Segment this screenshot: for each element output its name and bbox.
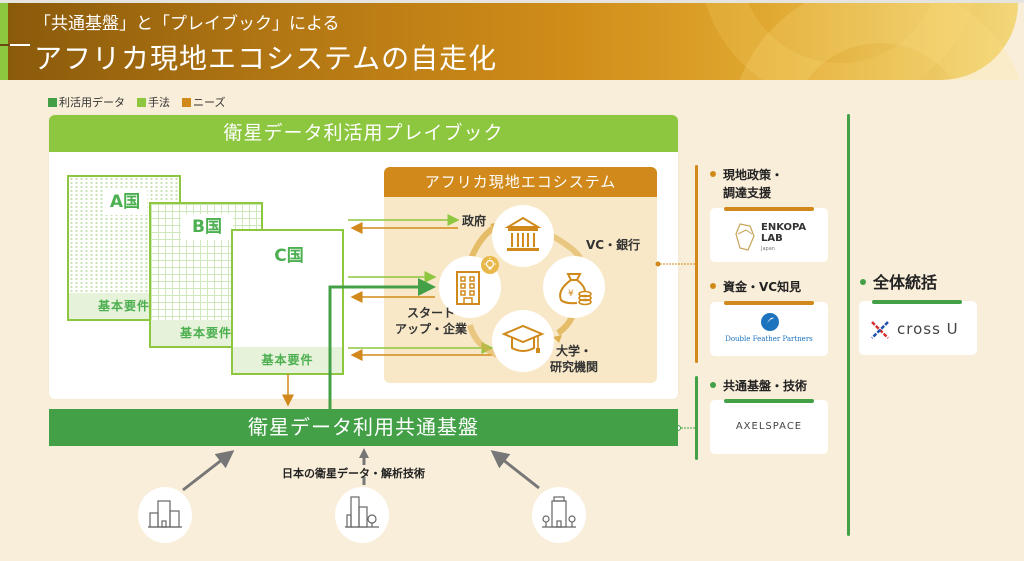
cross-u-logo-text: cross U [897, 320, 959, 338]
playbook-panel: 衛星データ利活用プレイブック A国 基本要件 B国 基本要件 C国 基本要件 [49, 115, 678, 399]
needs-bracket-line [695, 165, 698, 363]
legend-swatch [182, 97, 191, 107]
japan-company-2 [335, 487, 389, 543]
header-banner: 「共通基盤」と「プレイブック」による アフリカ現地エコシステムの自走化 [0, 3, 1024, 80]
banner-dash [0, 44, 30, 46]
country-requirement: 基本要件 [233, 347, 342, 373]
partner-card-double-feather: Double Feather Partners [710, 301, 828, 356]
banner-dash [0, 44, 10, 46]
connector-dot [655, 261, 661, 267]
enkopa-logo-icon [735, 223, 755, 251]
logo-text-line: LAB [761, 233, 783, 244]
node-label-line: 大学・ [556, 344, 593, 358]
ecosystem-title: アフリカ現地エコシステム [384, 167, 657, 197]
graduation-cap-icon [501, 324, 545, 353]
node-label-line: 研究機関 [550, 360, 599, 374]
legend-item-method: 手法 [137, 94, 170, 110]
node-label-vc-bank: VC・銀行 [586, 238, 641, 252]
cycle-arrowhead [553, 335, 562, 343]
card-accent-bar [724, 301, 814, 305]
bullet-dot [710, 381, 716, 388]
node-label-line: アップ・企業 [395, 322, 468, 336]
legend: 利活用データ 手法 ニーズ [48, 94, 225, 110]
card-accent-bar [724, 399, 814, 403]
bullet-dot [860, 278, 866, 285]
office-building-icon [456, 271, 480, 305]
card-accent-bar [724, 207, 814, 211]
node-label-government: 政府 [462, 214, 487, 228]
country-card-c: C国 基本要件 [231, 229, 344, 375]
node-government [492, 205, 554, 267]
office-tower-icon [542, 496, 576, 528]
page-title: アフリカ現地エコシステムの自走化 [34, 42, 498, 75]
legend-swatch [137, 97, 146, 107]
japan-company-3 [532, 487, 586, 543]
legend-item-data: 利活用データ [48, 94, 125, 110]
category-label: 共通基盤・技術 [723, 379, 808, 393]
page-subtitle: 「共通基盤」と「プレイブック」による [34, 14, 340, 34]
cross-u-logo-icon [871, 321, 889, 339]
svg-text:¥: ¥ [568, 289, 574, 299]
node-label-university: 大学・ 研究機関 [550, 343, 598, 375]
government-building-icon [504, 216, 542, 251]
category-line: 現地政策・ [723, 168, 784, 182]
lightbulb-icon [481, 256, 499, 274]
card-accent-bar [872, 300, 962, 304]
country-name: C国 [263, 243, 315, 269]
partner-category: 現地政策・ 調達支援 [710, 166, 783, 202]
city-buildings-icon [345, 496, 379, 528]
bullet-dot [710, 282, 716, 289]
legend-label: ニーズ [193, 96, 226, 109]
japan-company-1 [138, 487, 192, 543]
overall-divider-line [847, 114, 850, 536]
double-feather-logo-icon [761, 313, 779, 331]
legend-label: 手法 [148, 96, 170, 109]
overall-card-cross-u: cross U [859, 300, 977, 355]
data-arrow [328, 278, 436, 409]
logo-text-line: ENKOPA [761, 222, 807, 233]
double-feather-logo-text: Double Feather Partners [725, 335, 813, 343]
legend-swatch [48, 97, 57, 107]
legend-label: 利活用データ [59, 96, 125, 109]
partner-category: 資金・VC知見 [710, 278, 801, 296]
banner-accent-bar [0, 3, 8, 80]
cycle-arrow [467, 324, 499, 358]
partner-card-enkopa: ENKOPA LAB Japan [710, 207, 828, 262]
partner-category: 共通基盤・技術 [710, 377, 807, 395]
top-edge [0, 0, 1024, 3]
category-label: 全体統括 [873, 273, 938, 292]
node-label-startup: スタート アップ・企業 [395, 305, 467, 337]
playbook-title: 衛星データ利活用プレイブック [49, 115, 678, 152]
country-name: A国 [103, 189, 147, 215]
partner-card-axelspace: AXELSPACE [710, 399, 828, 454]
foundation-bar: 衛星データ利用共通基盤 [49, 409, 678, 446]
legend-item-needs: ニーズ [182, 94, 225, 110]
enkopa-logo-text: ENKOPA LAB Japan [761, 222, 806, 255]
node-label-line: スタート [407, 306, 456, 320]
country-name: B国 [181, 214, 233, 240]
axelspace-logo-text: AXELSPACE [735, 421, 803, 432]
bullet-dot [710, 170, 716, 177]
logo-subtext: Japan [761, 246, 775, 252]
category-line: 調達支援 [723, 186, 772, 200]
node-vc-bank: ¥ [543, 256, 605, 318]
office-buildings-icon [148, 500, 182, 528]
node-university [492, 310, 554, 372]
overall-category: 全体統括 [860, 272, 937, 294]
data-bracket-line [695, 376, 698, 460]
source-arrow [490, 450, 540, 490]
source-arrowhead [359, 448, 369, 458]
category-label: 資金・VC知見 [723, 280, 802, 294]
source-label: 日本の衛星データ・解析技術 [282, 467, 425, 480]
money-bag-icon: ¥ [559, 273, 592, 306]
source-arrow [182, 450, 235, 492]
